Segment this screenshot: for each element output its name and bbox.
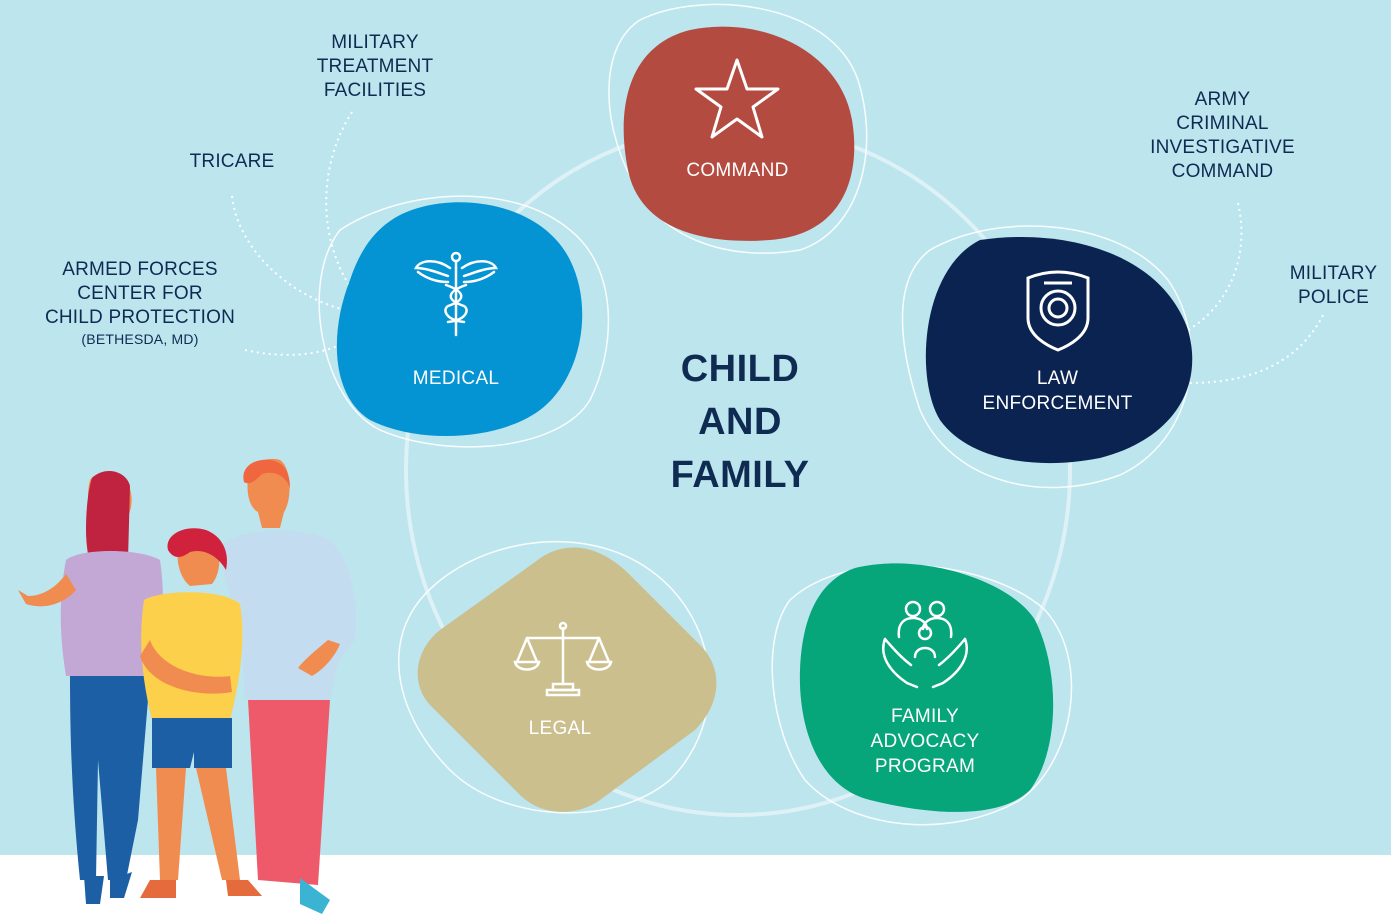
cid-line-2: CRIMINAL	[1176, 113, 1269, 134]
army-cid-label: ARMY CRIMINAL INVESTIGATIVE COMMAND	[1130, 88, 1315, 184]
father-figure	[221, 458, 357, 914]
medical-label: MEDICAL	[412, 368, 500, 389]
family-advocacy-node-shape	[799, 563, 1054, 812]
afc-line-1: ARMED FORCES	[62, 259, 218, 280]
mtf-line-3: FACILITIES	[323, 80, 427, 101]
node-outline-loops	[318, 3, 1192, 826]
connector-military-police	[1189, 314, 1324, 384]
scales-icon	[513, 621, 613, 697]
dotted-connectors	[231, 111, 1324, 384]
center-line-1: CHILD	[680, 348, 800, 390]
cid-line-1: ARMY	[1194, 89, 1251, 110]
afc-line-2: CENTER FOR	[77, 283, 203, 304]
law-line-1: LAW	[1036, 368, 1079, 389]
mtf-line-2: TREATMENT	[316, 56, 434, 77]
connector-army-cid	[1187, 202, 1243, 331]
command-label: COMMAND	[686, 160, 789, 181]
center-line-2: AND	[698, 401, 782, 443]
center-title: CHILD AND FAMILY	[640, 343, 840, 502]
fap-line-1: FAMILY	[891, 706, 959, 727]
afc-line-4: (BETHESDA, MD)	[81, 331, 199, 347]
center-line-3: FAMILY	[670, 454, 810, 496]
cid-line-4: COMMAND	[1171, 161, 1274, 182]
connector-tricare	[231, 195, 346, 311]
afc-line-3: CHILD PROTECTION	[44, 307, 236, 328]
legal-node-shape	[417, 547, 717, 812]
connector-layer	[18, 3, 1324, 914]
fap-line-3: PROGRAM	[874, 756, 976, 777]
armed-forces-center-label: ARMED FORCES CENTER FOR CHILD PROTECTION…	[30, 258, 250, 348]
family-hands-icon	[882, 600, 968, 689]
law-enforcement-label: LAW ENFORCEMENT	[960, 366, 1155, 416]
star-icon	[694, 58, 780, 139]
family-advocacy-label: FAMILY ADVOCACY PROGRAM	[835, 704, 1015, 779]
tricare-label: TRICARE	[189, 151, 275, 172]
mp-line-1: MILITARY	[1289, 263, 1378, 284]
military-treatment-facilities-label: MILITARY TREATMENT FACILITIES	[300, 31, 450, 103]
police-badge-icon	[1026, 270, 1090, 352]
fap-line-2: ADVOCACY	[870, 731, 980, 752]
mtf-line-1: MILITARY	[331, 32, 419, 53]
command-node-shape	[623, 26, 855, 241]
military-police-label: MILITARY POLICE	[1276, 262, 1391, 310]
mother-figure	[18, 471, 163, 904]
ground-strip	[0, 855, 1391, 918]
law-line-2: ENFORCEMENT	[982, 393, 1133, 414]
family-illustration	[18, 458, 357, 914]
cid-line-3: INVESTIGATIVE	[1150, 137, 1295, 158]
child-figure	[140, 528, 262, 898]
mp-line-2: POLICE	[1298, 287, 1369, 308]
caduceus-icon	[413, 251, 499, 337]
connector-military-treatment	[325, 111, 361, 301]
legal-label: LEGAL	[528, 718, 592, 739]
